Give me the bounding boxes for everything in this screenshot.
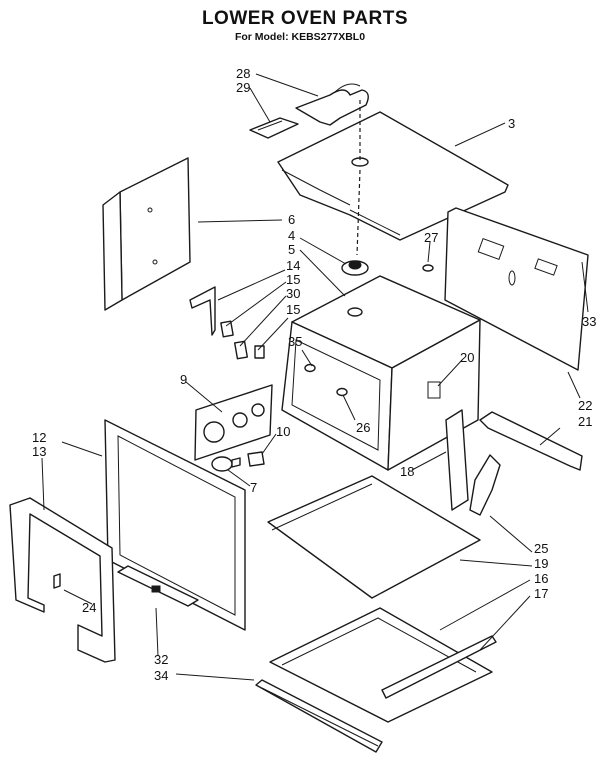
callout-33: 33 bbox=[582, 314, 596, 329]
callout-22: 22 bbox=[578, 398, 592, 413]
callout-9: 9 bbox=[180, 372, 187, 387]
callout-24: 24 bbox=[82, 600, 96, 615]
oven-bottom-part bbox=[267, 475, 481, 599]
callout-25: 25 bbox=[534, 541, 548, 556]
callout-19: 19 bbox=[534, 556, 548, 571]
callout-20: 20 bbox=[460, 350, 474, 365]
door-frame-part bbox=[104, 419, 246, 631]
oven-cavity-part bbox=[281, 275, 481, 471]
callout-3: 3 bbox=[508, 116, 515, 131]
side-rails-part bbox=[445, 409, 583, 511]
callout-16: 16 bbox=[534, 571, 548, 586]
small-brackets-part bbox=[189, 286, 265, 360]
callout-21: 21 bbox=[578, 414, 592, 429]
callout-5: 5 bbox=[288, 242, 295, 257]
callout-28: 28 bbox=[236, 66, 250, 81]
callout-12: 12 bbox=[32, 430, 46, 445]
rear-panel-part bbox=[444, 207, 589, 371]
model-subtitle: For Model: KEBS277XBL0 bbox=[235, 31, 365, 43]
callout-14: 14 bbox=[286, 258, 300, 273]
door-latch-part bbox=[469, 454, 501, 516]
callout-15a: 15 bbox=[286, 272, 300, 287]
receptacle-bracket-part bbox=[194, 384, 273, 461]
leader-lines bbox=[41, 73, 589, 681]
left-side-panel-part bbox=[102, 157, 191, 311]
bottom-trim-part bbox=[255, 679, 383, 753]
callout-32: 32 bbox=[154, 652, 168, 667]
callout-4: 4 bbox=[288, 228, 295, 243]
callout-18: 18 bbox=[400, 464, 414, 479]
callout-34: 34 bbox=[154, 668, 168, 683]
callout-labels: 28 29 3 6 4 5 27 14 15 30 15 33 35 20 9 … bbox=[32, 66, 596, 683]
callout-13: 13 bbox=[32, 444, 46, 459]
callout-7: 7 bbox=[250, 480, 257, 495]
diagram-title: LOWER OVEN PARTS bbox=[202, 8, 408, 29]
callout-30: 30 bbox=[286, 286, 300, 301]
callout-6: 6 bbox=[288, 212, 295, 227]
grommet-part bbox=[341, 260, 434, 276]
callout-26: 26 bbox=[356, 420, 370, 435]
door-gasket-part bbox=[9, 497, 116, 663]
callout-15b: 15 bbox=[286, 302, 300, 317]
vent-duct-part bbox=[249, 83, 369, 139]
callout-10: 10 bbox=[276, 424, 290, 439]
callout-29: 29 bbox=[236, 80, 250, 95]
light-bulb-part bbox=[211, 451, 265, 472]
door-hinge-strip-part bbox=[117, 565, 199, 607]
broiler-pan-part bbox=[269, 607, 497, 723]
callout-35: 35 bbox=[288, 334, 302, 349]
callout-17: 17 bbox=[534, 586, 548, 601]
callout-27: 27 bbox=[424, 230, 438, 245]
